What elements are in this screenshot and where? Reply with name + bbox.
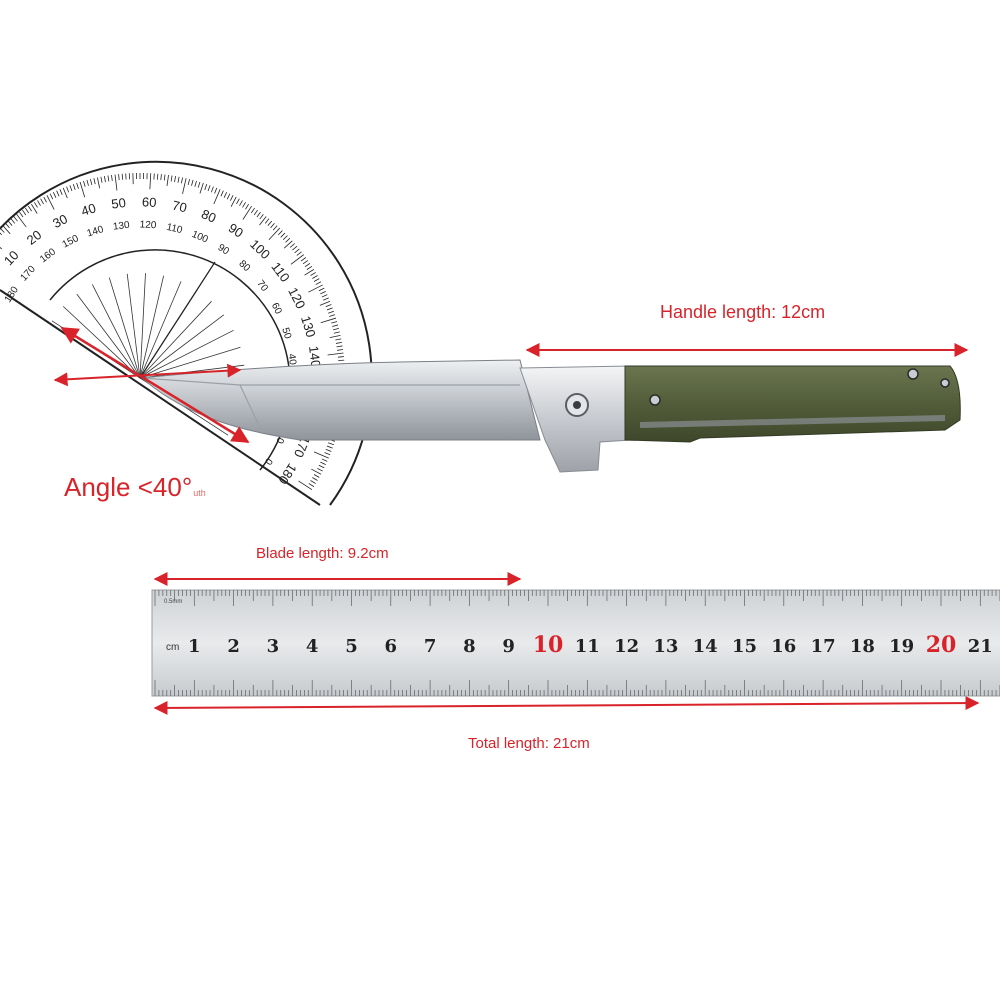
ruler-number: 5 bbox=[345, 636, 358, 657]
ruler-number: 8 bbox=[463, 636, 476, 657]
protractor-number: 60 bbox=[142, 194, 157, 210]
protractor-number: 140 bbox=[306, 345, 324, 368]
protractor-number: 130 bbox=[298, 314, 319, 339]
blade-length-label: Blade length: 9.2cm bbox=[256, 545, 389, 562]
protractor: 0102030405060708090100110120130140150160… bbox=[0, 160, 373, 506]
ruler-number: 12 bbox=[614, 636, 639, 657]
handle-screw-icon bbox=[649, 394, 661, 406]
protractor-number: 50 bbox=[110, 195, 126, 212]
ruler-number: 15 bbox=[732, 636, 757, 657]
ruler-number: 14 bbox=[693, 636, 718, 657]
ruler-number: 4 bbox=[306, 636, 319, 657]
protractor-number: 80 bbox=[199, 206, 218, 225]
protractor-number: 50 bbox=[279, 326, 293, 340]
protractor-number: 40 bbox=[286, 353, 298, 366]
protractor-number: 90 bbox=[226, 220, 246, 240]
protractor-number: 60 bbox=[269, 301, 284, 316]
protractor-number: 130 bbox=[112, 220, 130, 233]
protractor-number: 40 bbox=[79, 200, 97, 219]
protractor-number: 70 bbox=[171, 198, 188, 216]
ruler-number: 19 bbox=[889, 636, 914, 657]
ruler-small-mark: 0.5mm bbox=[164, 599, 182, 605]
angle-label: Angle <40°uth bbox=[64, 472, 206, 502]
ruler-number: 16 bbox=[771, 636, 796, 657]
ruler-number: 20 bbox=[926, 632, 957, 658]
ruler-number: 2 bbox=[227, 636, 240, 657]
ruler-ticks bbox=[154, 590, 1000, 696]
ruler-number: 1 bbox=[188, 636, 201, 657]
ruler-number: 21 bbox=[968, 636, 993, 657]
watermark-text: uth bbox=[193, 488, 206, 498]
total-length-arrow bbox=[153, 696, 980, 715]
ruler-number: 3 bbox=[267, 636, 280, 657]
protractor-number: 120 bbox=[139, 219, 157, 231]
ruler-number: 17 bbox=[811, 636, 836, 657]
ruler-numbers: 1234567891011121314151617181920212 bbox=[188, 632, 993, 658]
ruler-number: 11 bbox=[575, 636, 600, 657]
ruler-unit: cm bbox=[166, 642, 179, 653]
ruler-number: 13 bbox=[653, 636, 678, 657]
protractor-number: 30 bbox=[50, 211, 70, 231]
protractor-number: 20 bbox=[24, 227, 45, 248]
protractor-number: 140 bbox=[86, 224, 106, 240]
handle-length-label: Handle length: 12cm bbox=[660, 302, 826, 322]
ruler-number: 18 bbox=[850, 636, 875, 657]
handle-screw-icon bbox=[907, 368, 919, 380]
protractor-number: 0 bbox=[262, 456, 274, 467]
ruler-number: 7 bbox=[424, 636, 437, 657]
knife-bolster bbox=[519, 365, 631, 473]
protractor-number: 110 bbox=[165, 222, 183, 236]
total-length-label: Total length: 21cm bbox=[468, 735, 590, 752]
arrow-double-icon bbox=[60, 326, 250, 444]
ruler-number: 10 bbox=[533, 632, 564, 658]
handle-screw-icon bbox=[940, 378, 950, 388]
ruler-number: 6 bbox=[385, 636, 398, 657]
ruler-number: 9 bbox=[502, 636, 515, 657]
